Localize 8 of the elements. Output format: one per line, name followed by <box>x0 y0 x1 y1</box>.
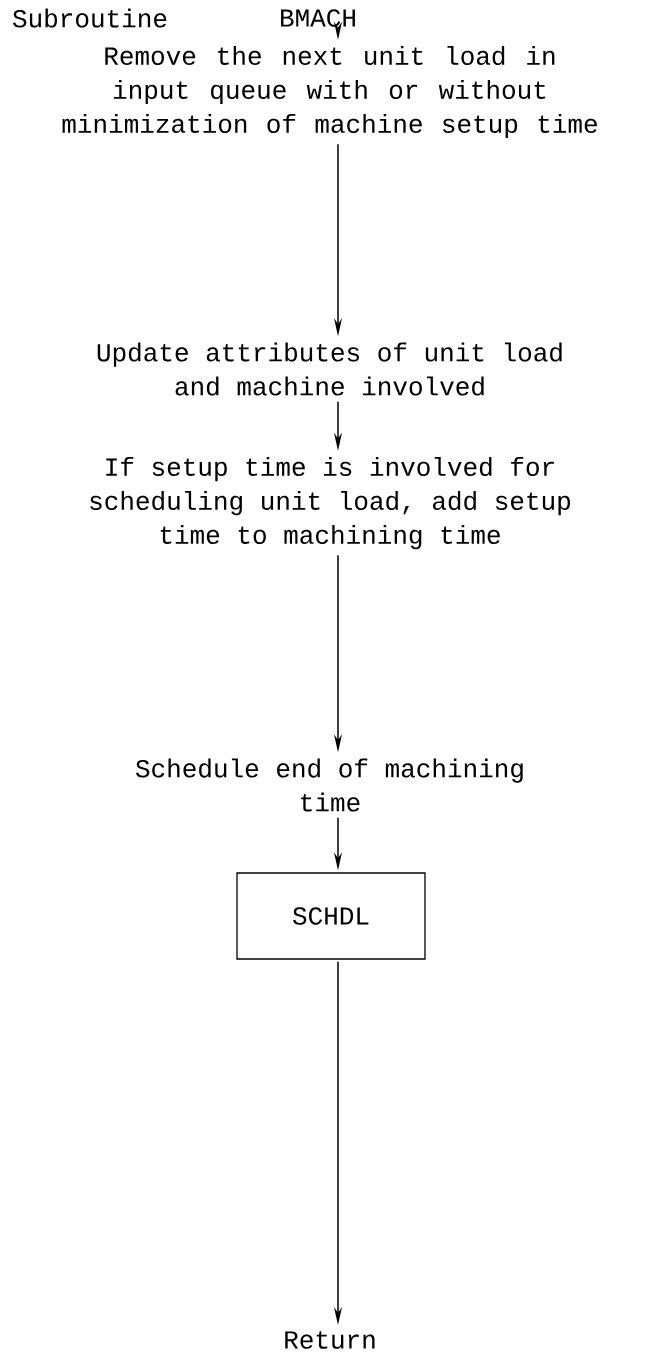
step-text: Update attributes of unit load and machine involved <box>97 342 562 396</box>
terminal-text: Return <box>285 1331 375 1349</box>
step-text: Schedule end of machining time <box>135 758 523 812</box>
subroutine-label: Subroutine <box>13 8 167 28</box>
subroutine-name: BMACH <box>281 9 355 27</box>
step-text: Remove the next unit load in input queue with or without minimization of machine setup time <box>62 45 597 139</box>
process-box: SCHDL <box>236 872 426 960</box>
step-text: If setup time is involved for scheduling unit load, add setup time to machining time <box>90 456 570 550</box>
